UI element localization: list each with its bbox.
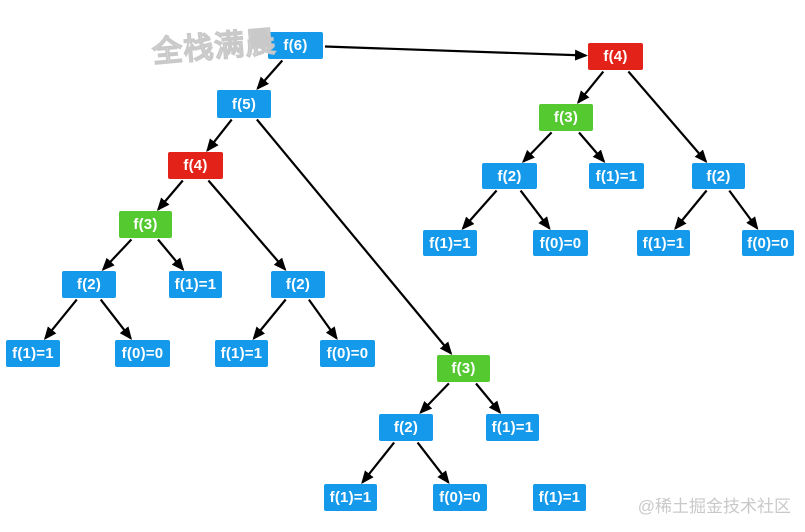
edge-f4R-f3R bbox=[576, 70, 605, 104]
edge-f2LL-f0LA bbox=[99, 298, 133, 340]
edge-f2LR-f1LC bbox=[252, 298, 287, 341]
edge-f6-f4R bbox=[324, 45, 588, 61]
edge-f6-f5 bbox=[256, 59, 284, 90]
edge-f5-f4L bbox=[206, 118, 233, 152]
edge-f2RL-f0RA bbox=[519, 189, 551, 230]
edge-f3R-f1RA bbox=[578, 131, 606, 164]
edge-f2RL-f1RB bbox=[461, 189, 498, 230]
edge-f4R-f2RR bbox=[627, 70, 708, 164]
edge-f2M-f0MA bbox=[416, 441, 450, 484]
edge-f2RR-f0RB bbox=[728, 189, 759, 231]
edge-f3R-f2RL bbox=[522, 131, 553, 164]
edge-f2LR-f0LB bbox=[308, 298, 338, 341]
edge-f2LL-f1LB bbox=[43, 298, 78, 340]
edge-f4L-f3L bbox=[156, 179, 184, 212]
edge-f2RR-f1RC bbox=[674, 189, 708, 231]
edge-f5-f3M bbox=[256, 118, 453, 356]
edge-f3L-f2LL bbox=[101, 238, 133, 271]
edge-f3L-f1LA bbox=[157, 238, 185, 272]
watermark-bottom-right: @稀土掘金技术社区 bbox=[637, 497, 791, 516]
edge-f2M-f1MB bbox=[361, 441, 395, 484]
edge-f3M-f1MA bbox=[475, 382, 502, 415]
edge-f4L-f2LR bbox=[207, 179, 287, 272]
edge-f3M-f2M bbox=[419, 382, 450, 415]
